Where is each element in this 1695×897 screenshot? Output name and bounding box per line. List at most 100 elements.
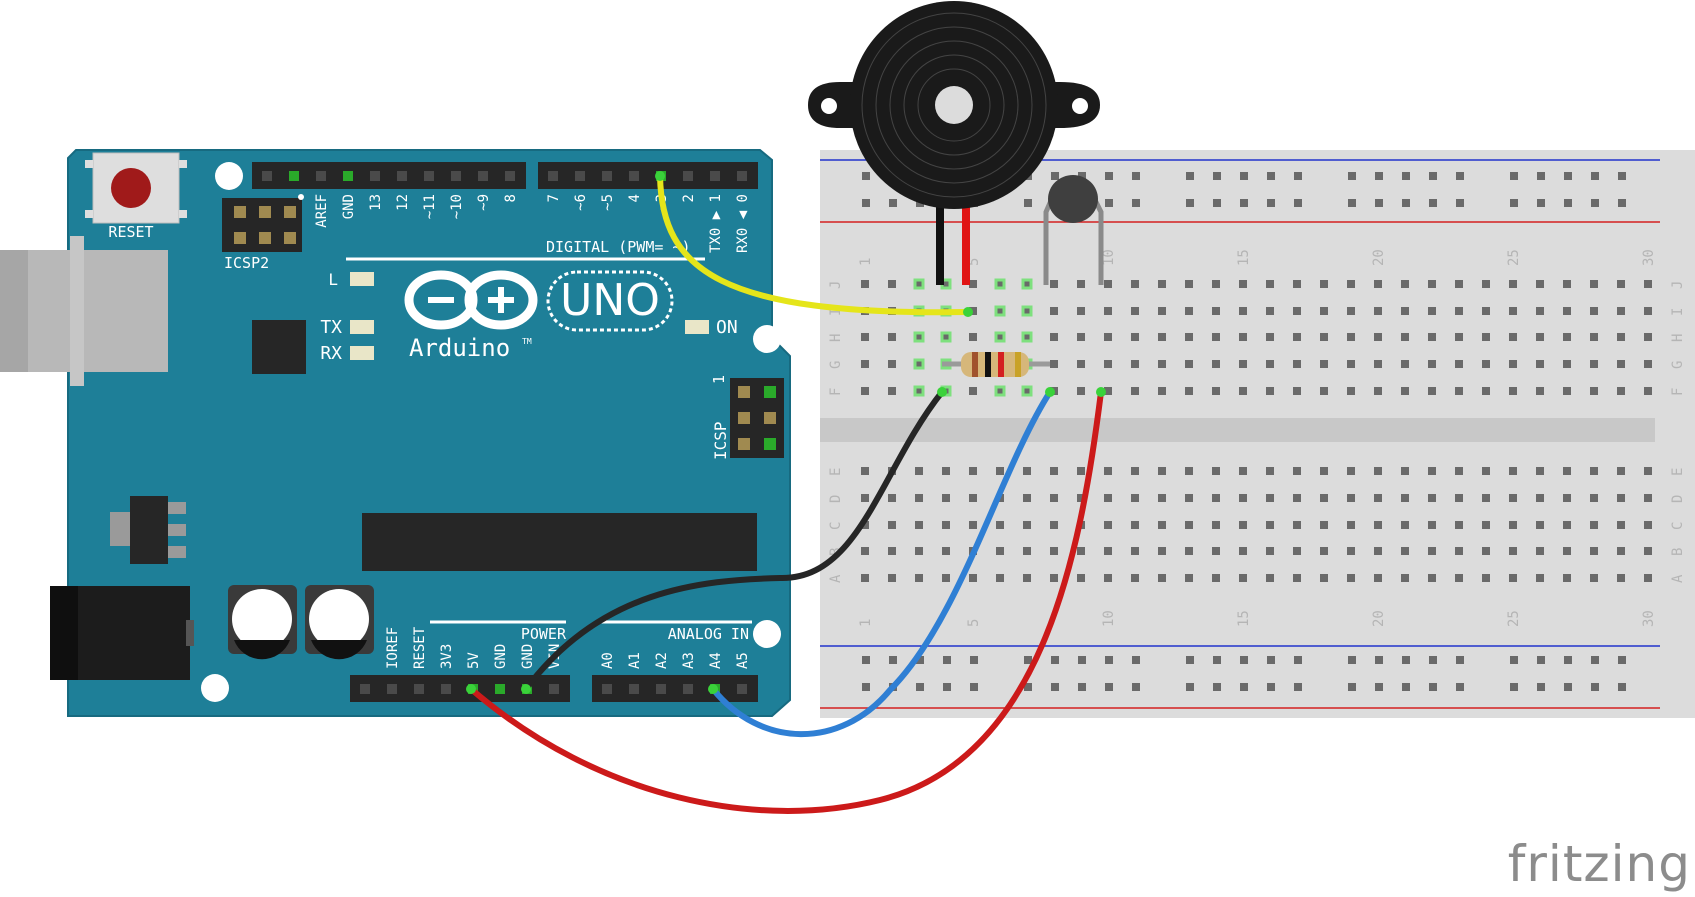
breadboard-hole — [1239, 547, 1247, 555]
rail-hole — [1213, 656, 1221, 664]
header-pin[interactable] — [575, 171, 585, 181]
header-pin[interactable] — [629, 684, 639, 694]
header-pin[interactable] — [289, 171, 299, 181]
breadboard-hole — [1455, 574, 1463, 582]
header-pin[interactable] — [262, 171, 272, 181]
header-pin[interactable] — [397, 171, 407, 181]
breadboard-hole — [1590, 387, 1598, 395]
blue-wire[interactable] — [710, 389, 1053, 738]
rail-hole — [1348, 656, 1356, 664]
breadboard-hole — [996, 521, 1004, 529]
header-pin[interactable] — [424, 171, 434, 181]
breadboard-hole — [1347, 494, 1355, 502]
breadboard-hole — [1293, 360, 1301, 368]
header-pin[interactable] — [495, 684, 505, 694]
header-pin[interactable] — [710, 171, 720, 181]
breadboard-hole — [1455, 280, 1463, 288]
breadboard-hole — [1590, 467, 1598, 475]
breadboard-hole — [1428, 494, 1436, 502]
yellow-wire[interactable] — [657, 173, 971, 316]
led-on — [685, 320, 709, 334]
breadboard-hole — [1212, 333, 1220, 341]
breadboard-hole — [888, 387, 896, 395]
column-number: 30 — [1641, 249, 1657, 266]
breadboard-hole — [1131, 307, 1139, 315]
rail-hole — [1105, 172, 1113, 180]
breadboard-hole — [1021, 305, 1033, 317]
led-l — [350, 272, 374, 286]
header-pin[interactable] — [737, 171, 747, 181]
header-pin[interactable] — [505, 171, 515, 181]
breadboard-hole — [1131, 547, 1139, 555]
breadboard-hole — [1644, 360, 1652, 368]
rail-hole — [1564, 172, 1572, 180]
reset-button-cap[interactable] — [111, 168, 151, 208]
header-pin[interactable] — [548, 171, 558, 181]
rail-hole — [862, 683, 870, 691]
breadboard-hole — [1239, 280, 1247, 288]
header-pin[interactable] — [683, 171, 693, 181]
breadboard-hole — [1482, 280, 1490, 288]
pin-label: 2 — [681, 194, 697, 202]
header-pin[interactable] — [656, 684, 666, 694]
header-pin[interactable] — [683, 684, 693, 694]
header-pin[interactable] — [478, 171, 488, 181]
header-pin[interactable] — [387, 684, 397, 694]
header-pin[interactable] — [737, 684, 747, 694]
icsp2-header — [222, 198, 302, 252]
breadboard-hole — [1021, 385, 1033, 397]
breadboard-hole — [1158, 467, 1166, 475]
breadboard-hole — [1644, 547, 1652, 555]
breadboard-hole — [1455, 521, 1463, 529]
breadboard-hole — [1401, 467, 1409, 475]
breadboard-hole — [861, 574, 869, 582]
breadboard-hole — [1266, 387, 1274, 395]
row-letter: G — [1670, 361, 1686, 369]
icsp-label: ICSP — [711, 421, 730, 460]
rail-hole — [1186, 199, 1194, 207]
header-pin[interactable] — [343, 171, 353, 181]
breadboard-hole — [1158, 547, 1166, 555]
header-pin[interactable] — [360, 684, 370, 694]
breadboard-hole — [969, 333, 977, 341]
breadboard-hole — [888, 333, 896, 341]
header-pin[interactable] — [441, 684, 451, 694]
red-wire-5v[interactable] — [468, 389, 1104, 814]
rail-hole — [1267, 683, 1275, 691]
row-letter: F — [828, 388, 844, 396]
rail-hole — [1132, 172, 1140, 180]
header-pin[interactable] — [602, 171, 612, 181]
breadboard-hole — [1590, 280, 1598, 288]
black-wire[interactable] — [523, 389, 945, 692]
breadboard-hole — [1401, 307, 1409, 315]
header-pin[interactable] — [602, 684, 612, 694]
breadboard-hole — [1266, 467, 1274, 475]
header-pin[interactable] — [414, 684, 424, 694]
row-letter: E — [1670, 468, 1686, 476]
breadboard-hole — [1563, 574, 1571, 582]
breadboard-hole — [1239, 333, 1247, 341]
breadboard-hole — [1347, 467, 1355, 475]
rail-hole — [1618, 199, 1626, 207]
breadboard-hole — [1266, 521, 1274, 529]
header-pin[interactable] — [629, 171, 639, 181]
header-pin[interactable] — [316, 171, 326, 181]
pin-label: ~5 — [600, 194, 616, 211]
breadboard-hole — [1320, 280, 1328, 288]
breadboard-hole — [1077, 280, 1085, 288]
header-pin[interactable] — [370, 171, 380, 181]
breadboard-hole — [942, 521, 950, 529]
rail-hole — [1132, 199, 1140, 207]
rail-hole — [1591, 172, 1599, 180]
breadboard-hole — [1104, 547, 1112, 555]
rail-hole — [1402, 172, 1410, 180]
breadboard-hole — [1509, 467, 1517, 475]
column-number: 20 — [1371, 249, 1387, 266]
breadboard-hole — [1293, 307, 1301, 315]
rail-hole — [1618, 172, 1626, 180]
breadboard-hole — [1590, 574, 1598, 582]
header-pin[interactable] — [549, 684, 559, 694]
header-pin[interactable] — [451, 171, 461, 181]
